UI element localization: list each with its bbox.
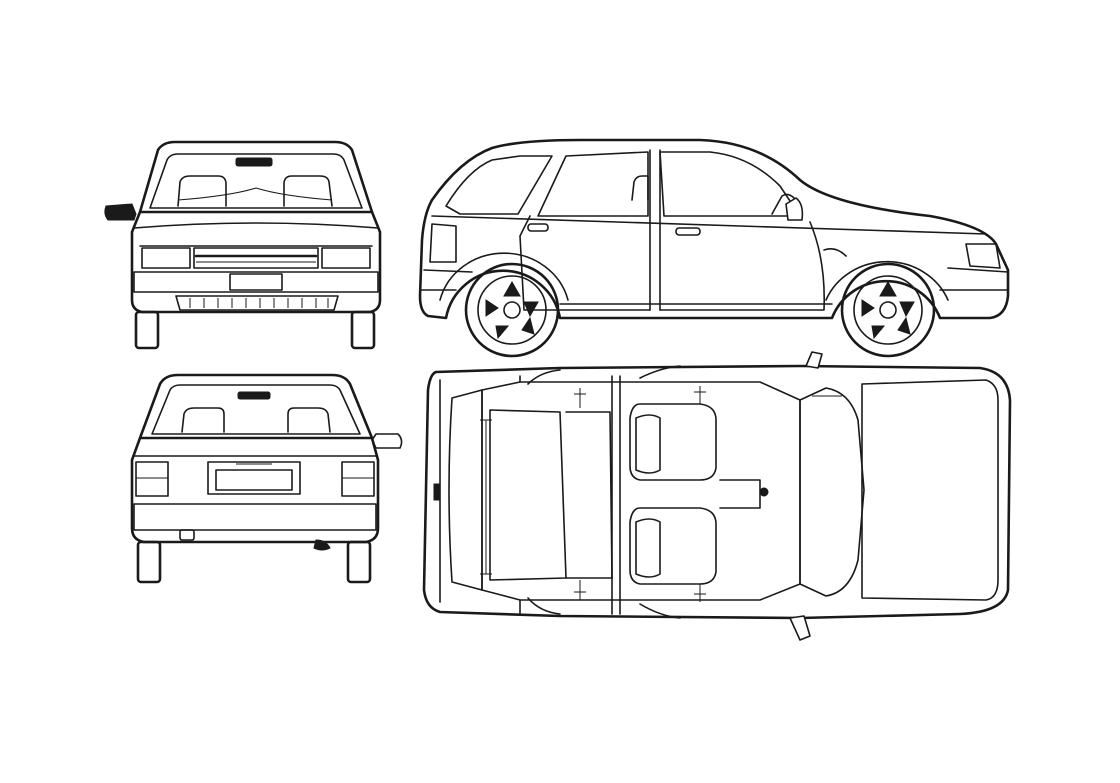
top-roof (481, 381, 801, 601)
side-taillight (429, 223, 457, 263)
top-hood (861, 379, 999, 601)
side-rear-quarter-window (445, 155, 553, 215)
top-windshield (799, 387, 865, 597)
side-front-door-window (659, 151, 801, 217)
rear-taillight-left (135, 461, 169, 497)
top-rear-handle (433, 483, 441, 501)
top-rear-bench (489, 409, 567, 581)
side-headlight (965, 243, 1001, 269)
top-body-outline (422, 364, 1012, 620)
side-mirror (785, 197, 804, 221)
front-windshield (149, 153, 363, 209)
rear-window (151, 384, 361, 435)
front-grille (193, 247, 319, 269)
front-interior-mirror (235, 157, 273, 167)
front-plate (229, 273, 283, 291)
front-view (104, 140, 382, 350)
rear-exhaust (313, 539, 331, 551)
side-front-door-outline (659, 221, 826, 311)
rear-roof-outline (138, 373, 374, 440)
top-dimension-marks (480, 386, 706, 602)
rear-tyre-right (346, 540, 372, 584)
top-mirror-right (789, 615, 811, 641)
rear-tyre-left (136, 540, 162, 584)
front-headlight-right (321, 247, 371, 269)
rear-bumper (133, 503, 377, 531)
top-front-seat-left (629, 403, 717, 481)
front-tyre-left (134, 310, 160, 350)
rear-mirror (371, 433, 403, 449)
top-view (422, 351, 1012, 641)
side-rear-door-handle (527, 223, 549, 232)
front-tyre-right (350, 310, 376, 350)
top-mirror-left (805, 351, 823, 369)
rear-taillight-right (341, 461, 375, 497)
rear-third-brake-light (237, 391, 271, 400)
front-intake-slats (189, 298, 329, 308)
rear-plate-recess (207, 461, 301, 495)
side-front-wheel (840, 262, 936, 358)
side-rear-wheel (464, 262, 560, 358)
top-rear-window (448, 389, 483, 591)
front-headlight-left (141, 247, 191, 269)
side-front-door-handle (675, 227, 701, 236)
side-view (418, 138, 1010, 358)
front-mirror-left (104, 203, 137, 221)
front-bumper (133, 271, 379, 293)
side-body-outline (418, 138, 1010, 320)
rear-plate (215, 469, 293, 491)
front-seat-right (283, 175, 333, 207)
side-rear-door-outline (519, 215, 651, 311)
top-gear-knob (759, 487, 769, 497)
rear-view (130, 373, 403, 584)
front-roof-outline (138, 140, 374, 214)
side-rear-door-window (537, 151, 649, 217)
front-seat-left (177, 175, 227, 207)
